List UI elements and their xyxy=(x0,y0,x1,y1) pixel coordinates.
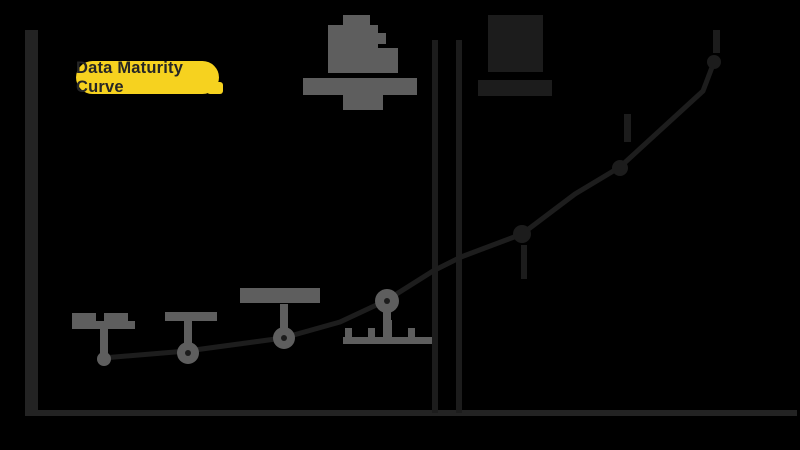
stage3-label-block-1 xyxy=(240,288,320,303)
pre-chasm-icon-block-1 xyxy=(343,15,370,27)
maturity-curve-line xyxy=(100,59,717,361)
diagram-title: Data Maturity Curve xyxy=(76,58,184,96)
stage4-label-block-5 xyxy=(408,328,415,338)
x-axis xyxy=(25,410,797,416)
stage4-label-block-1 xyxy=(343,337,432,344)
pre-chasm-icon-block-4 xyxy=(328,48,398,73)
stage4-label-block-4 xyxy=(383,320,392,338)
stage4-label-block-3 xyxy=(368,328,375,338)
stage-dot-4-center xyxy=(384,298,390,304)
stage1-label-block-2 xyxy=(104,313,128,321)
stage1-label-block-3 xyxy=(72,321,135,329)
leader-stem-2 xyxy=(184,320,192,345)
pre-chasm-caption-block-2 xyxy=(343,95,383,110)
post-chasm-icon-block-1 xyxy=(488,15,543,72)
stage-dot-6 xyxy=(612,160,628,176)
leader-stem-7 xyxy=(713,30,720,53)
leader-stem-1 xyxy=(100,327,108,354)
stage2-label-block-1 xyxy=(165,312,217,321)
stage-dot-5 xyxy=(513,225,531,243)
leader-stem-6 xyxy=(624,114,631,142)
diagram-title-badge: Data Maturity Curve xyxy=(76,58,219,96)
chasm-line-1 xyxy=(432,40,438,413)
chasm-line-2 xyxy=(456,40,462,413)
stage-dot-7 xyxy=(707,55,721,69)
pre-chasm-icon-block-2 xyxy=(328,25,378,49)
leader-stem-3 xyxy=(280,304,288,330)
stage-dot-3-center xyxy=(281,335,287,341)
post-chasm-caption-block-1 xyxy=(478,80,552,96)
leader-stem-5 xyxy=(521,245,527,279)
stage-dot-2-center xyxy=(185,350,191,356)
stage-dot-1 xyxy=(97,352,111,366)
pre-chasm-caption-block-1 xyxy=(303,78,417,95)
pre-chasm-icon-block-3 xyxy=(377,33,386,44)
y-axis xyxy=(25,30,38,415)
stage4-label-block-2 xyxy=(345,328,352,338)
stage1-label-block-1 xyxy=(72,313,96,321)
